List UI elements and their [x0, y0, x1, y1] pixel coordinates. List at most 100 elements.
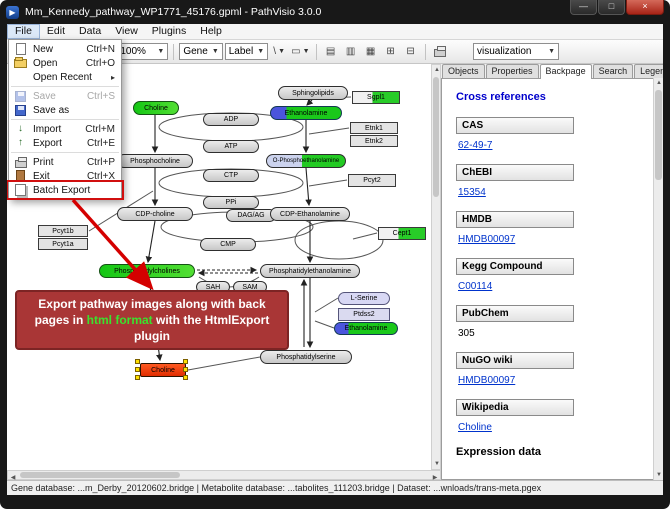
selection-handle[interactable]: [135, 359, 140, 364]
node-pcyt2[interactable]: Pcyt2: [348, 174, 396, 187]
node-etnk2[interactable]: Etnk2: [350, 135, 398, 147]
node-sgpl1[interactable]: Sgpl1: [352, 91, 400, 104]
menu-data[interactable]: Data: [79, 25, 102, 37]
tab-search[interactable]: Search: [592, 64, 634, 79]
node-cept1[interactable]: Cept1: [378, 227, 426, 240]
node-etnk1[interactable]: Etnk1: [350, 122, 398, 134]
align-center-button[interactable]: ▥: [342, 43, 360, 61]
gene-datanode-dropdown[interactable]: Gene ▼: [179, 43, 223, 60]
scroll-right-icon[interactable]: ▶: [432, 475, 438, 481]
vertical-scrollbar[interactable]: ▲ ▼: [431, 64, 441, 470]
node-phosphatidylserine[interactable]: Phosphatidylserine: [260, 350, 352, 364]
scroll-down-icon[interactable]: ▼: [656, 472, 662, 478]
menu-help[interactable]: Help: [200, 25, 222, 37]
selection-handle[interactable]: [135, 375, 140, 380]
node-ctp[interactable]: CTP: [203, 169, 259, 182]
xref-link-nugo[interactable]: HMDB00097: [458, 375, 516, 386]
align-top-icon: ▦: [365, 45, 376, 57]
menu-item-import[interactable]: ↓ Import Ctrl+M: [9, 122, 121, 136]
menu-item-save-as[interactable]: Save as: [9, 103, 121, 117]
selection-handle[interactable]: [183, 367, 188, 372]
xref-section-hmdb[interactable]: HMDB: [456, 211, 574, 228]
tab-backpage[interactable]: Backpage: [539, 64, 592, 79]
node-phosphocholine[interactable]: Phosphocholine: [117, 154, 193, 168]
zoom-combobox[interactable]: 100% ▼: [116, 43, 169, 60]
menu-plugins[interactable]: Plugins: [151, 25, 187, 37]
minimize-button[interactable]: —: [570, 0, 597, 15]
tab-objects[interactable]: Objects: [442, 64, 485, 79]
menu-item-batch-export[interactable]: Batch Export: [7, 180, 124, 200]
node-pcyt1a[interactable]: Pcyt1a: [38, 238, 88, 250]
print-button[interactable]: [431, 43, 449, 61]
node-ptdss2[interactable]: Ptdss2: [338, 308, 390, 321]
xref-section-cas[interactable]: CAS: [456, 117, 574, 134]
menu-edit[interactable]: Edit: [46, 25, 66, 37]
node-pcyt1b[interactable]: Pcyt1b: [38, 225, 88, 237]
node-o-phosphoethanolamine[interactable]: O-Phosphoethanolamine: [266, 154, 346, 168]
xref-link-kegg[interactable]: C00114: [458, 281, 493, 292]
node-cmp[interactable]: CMP: [200, 238, 256, 251]
node-cdp-ethanolamine[interactable]: CDP-Ethanolamine: [270, 207, 350, 221]
node-dag[interactable]: DAG/AG: [226, 209, 276, 222]
node-ethanolamine-right[interactable]: Ethanolamine: [334, 322, 398, 335]
scroll-up-icon[interactable]: ▲: [656, 80, 662, 86]
sidebar-scrollbar[interactable]: ▲ ▼: [653, 78, 663, 480]
menu-item-new[interactable]: New Ctrl+N: [9, 42, 121, 56]
vertical-scroll-thumb[interactable]: [433, 77, 439, 197]
line-icon: \: [273, 45, 277, 57]
node-phosphatidylethanolamine[interactable]: Phosphatidylethanolamine: [260, 264, 360, 278]
maximize-button[interactable]: □: [598, 0, 625, 15]
xref-link-hmdb[interactable]: HMDB00097: [458, 234, 516, 245]
label-dropdown[interactable]: Label ▼: [224, 43, 269, 60]
menu-view[interactable]: View: [115, 25, 138, 37]
selection-handle[interactable]: [135, 367, 140, 372]
horizontal-scroll-thumb[interactable]: [20, 472, 180, 478]
node-atp[interactable]: ATP: [203, 140, 259, 153]
xref-link-wikipedia[interactable]: Choline: [458, 422, 492, 433]
align-left-button[interactable]: ▤: [322, 43, 340, 61]
align-top-button[interactable]: ▦: [362, 43, 380, 61]
common-height-button[interactable]: ⊟: [402, 43, 420, 61]
menu-item-exit[interactable]: Exit Ctrl+X: [9, 169, 121, 183]
menu-file[interactable]: File: [7, 24, 40, 39]
xref-link-chebi[interactable]: 15354: [458, 187, 486, 198]
scroll-left-icon[interactable]: ◀: [10, 475, 16, 481]
xref-link-cas[interactable]: 62-49-7: [458, 140, 493, 151]
menu-item-open-recent[interactable]: Open Recent ▸: [9, 70, 121, 84]
import-arrow-icon: ↓: [18, 123, 23, 134]
menubar: File Edit Data View Plugins Help: [7, 24, 663, 40]
scroll-down-icon[interactable]: ▼: [434, 461, 440, 467]
close-button[interactable]: ×: [626, 0, 664, 15]
node-adp[interactable]: ADP: [203, 113, 259, 126]
line-tool-dropdown[interactable]: \▼: [270, 43, 288, 61]
node-l-serine[interactable]: L-Serine: [338, 292, 390, 305]
selection-handle[interactable]: [183, 359, 188, 364]
chevron-down-icon: ▼: [211, 48, 219, 55]
xref-section-kegg[interactable]: Kegg Compound: [456, 258, 574, 275]
tab-legend[interactable]: Legend: [634, 64, 663, 79]
node-sphingolipids[interactable]: Sphingolipids: [278, 86, 348, 100]
selection-handle[interactable]: [183, 375, 188, 380]
horizontal-scrollbar[interactable]: ◀ ▶: [7, 470, 441, 481]
shape-tool-dropdown[interactable]: ▭▼: [290, 43, 310, 61]
node-choline-top[interactable]: Choline: [133, 101, 179, 115]
common-width-button[interactable]: ⊞: [382, 43, 400, 61]
node-phosphatidylcholines[interactable]: Phosphatidylcholines: [99, 264, 195, 278]
node-ethanolamine-top[interactable]: Ethanolamine: [270, 106, 342, 120]
visualization-combobox[interactable]: visualization ▼: [473, 43, 559, 60]
node-cdp-choline[interactable]: CDP-choline: [117, 207, 193, 221]
xref-section-chebi[interactable]: ChEBI: [456, 164, 574, 181]
xref-section-pubchem[interactable]: PubChem: [456, 305, 574, 322]
menu-item-print[interactable]: Print Ctrl+P: [9, 155, 121, 169]
tab-properties[interactable]: Properties: [485, 64, 539, 79]
xref-section-nugo[interactable]: NuGO wiki: [456, 352, 574, 369]
node-choline-selected[interactable]: Choline: [140, 363, 186, 377]
node-ppi[interactable]: PPi: [203, 196, 259, 209]
new-file-icon: [15, 43, 26, 55]
scroll-up-icon[interactable]: ▲: [434, 67, 440, 73]
menu-item-open[interactable]: Open Ctrl+O: [9, 56, 121, 70]
sidebar-scroll-thumb[interactable]: [655, 90, 662, 180]
menu-item-save[interactable]: Save Ctrl+S: [9, 89, 121, 103]
menu-item-export[interactable]: ↑ Export Ctrl+E: [9, 136, 121, 150]
xref-section-wikipedia[interactable]: Wikipedia: [456, 399, 574, 416]
